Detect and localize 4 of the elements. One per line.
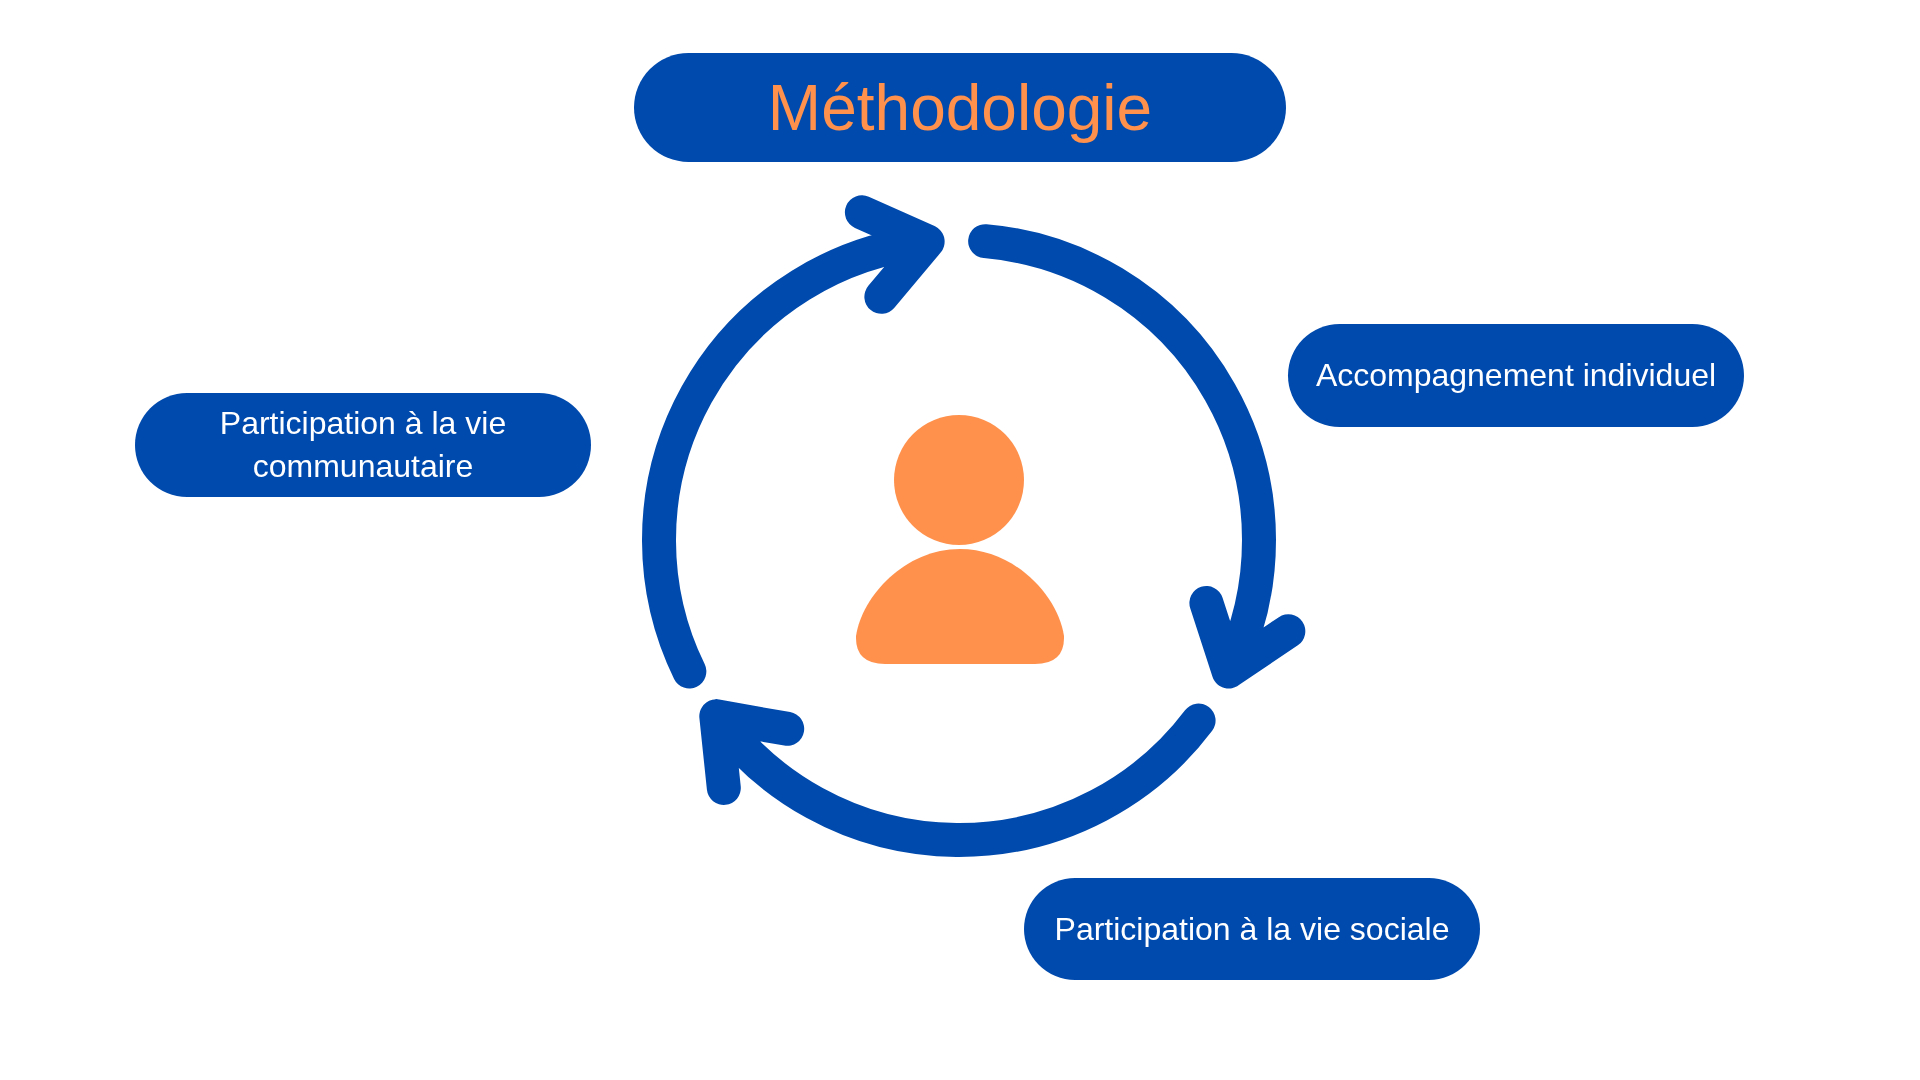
step-label: Participation à la vie communautaire	[218, 404, 508, 486]
step-label: Accompagnement individuel	[1315, 356, 1717, 395]
step-label: Participation à la vie sociale	[1054, 909, 1450, 949]
title-text: Méthodologie	[767, 70, 1153, 146]
